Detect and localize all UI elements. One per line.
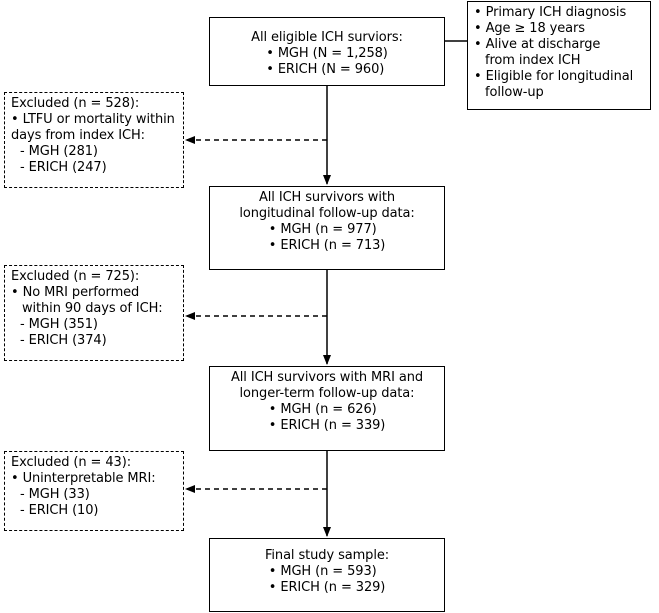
box-list: • MGH (n = 593) • ERICH (n = 329) xyxy=(269,564,386,596)
box-excluded-no-mri: Excluded (n = 725): • No MRI performed w… xyxy=(4,265,184,361)
list-subitem: - MGH (281) xyxy=(20,144,98,159)
list-item: • Alive at discharge xyxy=(474,37,601,52)
list-subitem: - ERICH (10) xyxy=(20,503,99,518)
box-longitudinal-followup: All ICH survivors with longitudinal foll… xyxy=(209,186,445,270)
box-final-sample: Final study sample: • MGH (n = 593) • ER… xyxy=(209,538,445,612)
list-item: • MGH (N = 1,258) xyxy=(266,46,388,61)
box-mri-followup: All ICH survivors with MRI and longer-te… xyxy=(209,366,445,451)
list-subitem: - ERICH (374) xyxy=(20,333,107,348)
box-list: • MGH (n = 626) • ERICH (n = 339) xyxy=(269,402,386,434)
box-excluded-ltfu: Excluded (n = 528): • LTFU or mortality … xyxy=(4,92,184,188)
list-item: • Age ≥ 18 years xyxy=(474,21,585,36)
list-item: • MGH (n = 626) xyxy=(268,402,377,417)
box-excluded-uninterpretable: Excluded (n = 43): • Uninterpretable MRI… xyxy=(4,451,184,531)
list-item-continuation: days from index ICH: xyxy=(11,128,145,143)
box-title: longer-term follow-up data: xyxy=(239,386,415,401)
list-item: • ERICH (n = 713) xyxy=(268,238,386,253)
list-item: • LTFU or mortality within xyxy=(11,112,175,127)
box-title: All ICH survivors with xyxy=(258,190,395,205)
box-list: • MGH (N = 1,258) • ERICH (N = 960) xyxy=(266,46,388,78)
box-inclusion-criteria: • Primary ICH diagnosis • Age ≥ 18 years… xyxy=(467,1,651,110)
list-item-continuation: follow-up xyxy=(485,85,544,100)
list-item-continuation: within 90 days of ICH: xyxy=(22,301,163,316)
list-item-continuation: from index ICH xyxy=(485,53,581,68)
list-item: • Primary ICH diagnosis xyxy=(474,5,627,20)
list-item: • No MRI performed xyxy=(11,285,140,300)
box-all-eligible: All eligible ICH surviors: • MGH (N = 1,… xyxy=(209,17,445,86)
list-subitem: - MGH (33) xyxy=(20,487,90,502)
list-subitem: - ERICH (247) xyxy=(20,160,107,175)
box-list: • MGH (n = 977) • ERICH (n = 713) xyxy=(269,222,386,254)
list-item: • Eligible for longitudinal xyxy=(474,69,634,84)
list-item: • ERICH (n = 329) xyxy=(268,580,386,595)
list-item: • ERICH (N = 960) xyxy=(266,62,385,77)
box-title: All ICH survivors with MRI and xyxy=(230,370,423,385)
list-item: • ERICH (n = 339) xyxy=(268,418,386,433)
box-title: Excluded (n = 725): xyxy=(11,269,140,284)
list-item: • Uninterpretable MRI: xyxy=(11,471,156,486)
list-item: • MGH (n = 593) xyxy=(268,564,377,579)
box-title: Final study sample: xyxy=(264,548,390,563)
box-title: All eligible ICH surviors: xyxy=(251,30,403,45)
box-title: longitudinal follow-up data: xyxy=(239,206,415,221)
box-title: Excluded (n = 43): xyxy=(11,455,131,470)
box-title: Excluded (n = 528): xyxy=(11,96,140,111)
list-subitem: - MGH (351) xyxy=(20,317,98,332)
list-item: • MGH (n = 977) xyxy=(268,222,377,237)
